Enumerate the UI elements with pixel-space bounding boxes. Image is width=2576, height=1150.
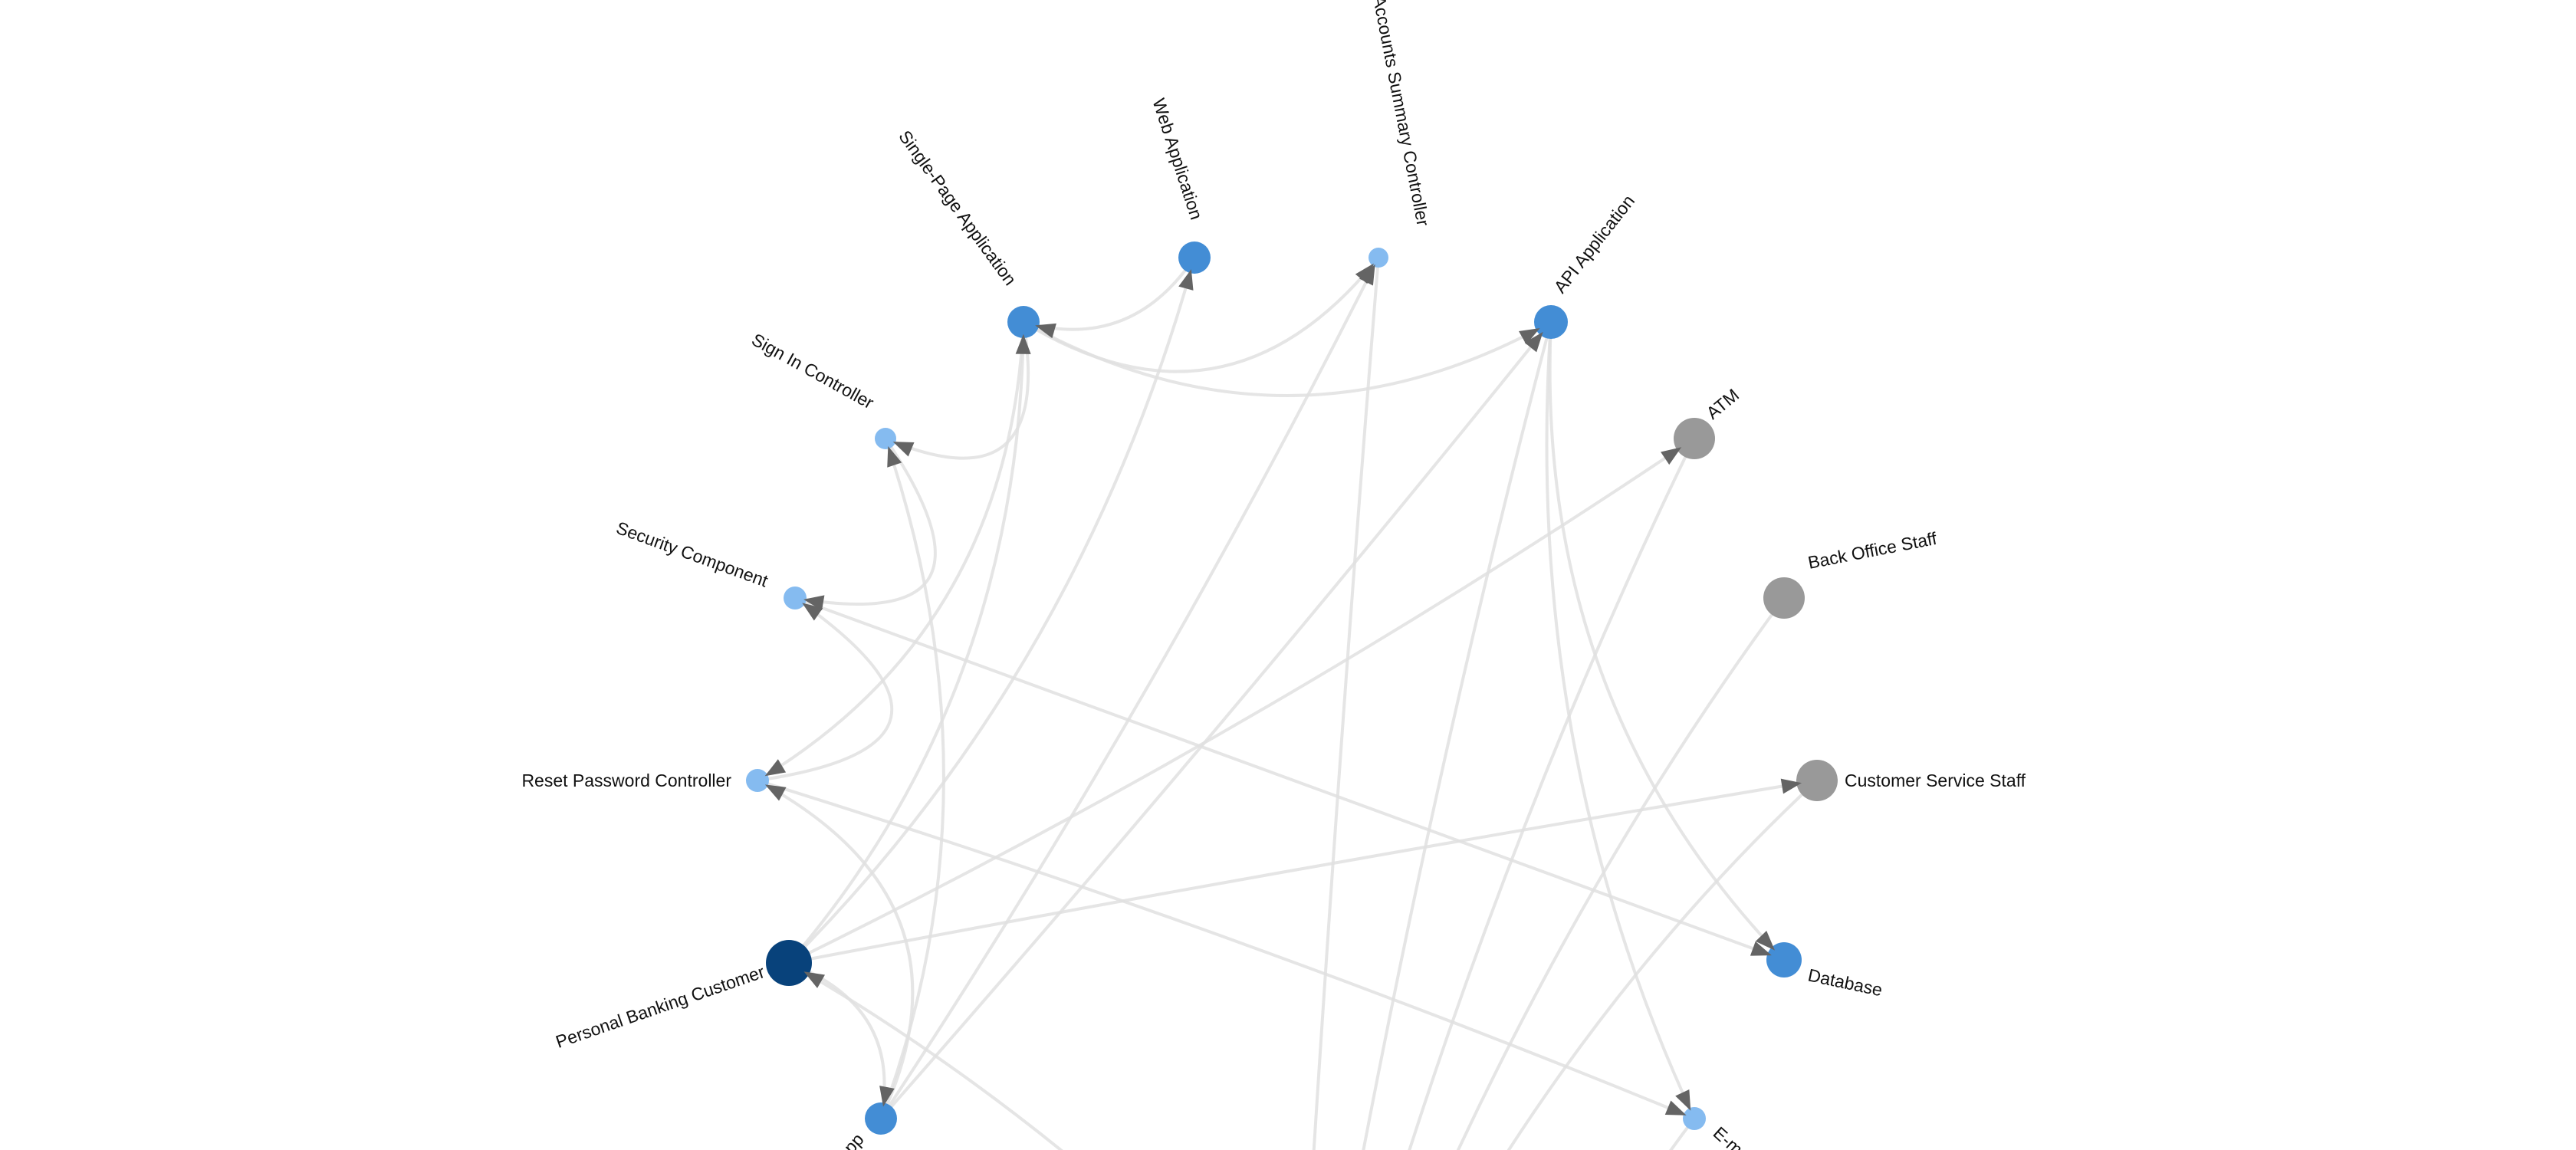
label-reset-password-controller: Reset Password Controller xyxy=(521,770,731,790)
arrowhead-personal-banking-customer-to-mobile-app xyxy=(879,1086,895,1107)
edge-reset-password-controller-to-email-component xyxy=(756,779,1696,1120)
label-web-application: Web Application xyxy=(1148,96,1207,222)
label-customer-service-staff: Customer Service Staff xyxy=(1845,770,2026,790)
arrowhead-single-page-application-to-accounts-summary-controller xyxy=(1355,263,1374,284)
edge-sign-in-controller-to-security-component xyxy=(794,437,937,606)
edge-atm-to-mainframe-offscreen xyxy=(1408,437,1696,1150)
edge-api-application-to-email-component xyxy=(1545,320,1696,1120)
edge-api-application-to-database xyxy=(1548,320,1786,961)
node-customer-service-staff[interactable] xyxy=(1796,760,1838,801)
edge-security-component-to-database xyxy=(794,596,1786,961)
edge-personal-banking-customer-to-web-application xyxy=(787,256,1196,964)
arrowhead-personal-banking-customer-to-single-page-application xyxy=(1015,334,1031,354)
node-api-application[interactable] xyxy=(1534,305,1568,339)
node-atm[interactable] xyxy=(1674,418,1715,459)
node-single-page-application[interactable] xyxy=(1007,306,1040,338)
edge-single-page-application-to-api-application xyxy=(1022,320,1552,397)
edge-accounts-summary-controller-to-mainframe-offscreen xyxy=(1312,256,1380,1150)
arrowhead-reset-password-controller-to-email-component xyxy=(1664,1100,1687,1116)
edge-single-page-application-to-reset-password-controller xyxy=(756,320,1025,782)
node-web-application[interactable] xyxy=(1178,242,1211,274)
edge-back-office-staff-to-mainframe-offscreen xyxy=(1456,596,1786,1150)
arrowhead-mobile-app-to-accounts-summary-controller xyxy=(1359,264,1375,286)
arrowhead-mobile-app-to-reset-password-controller xyxy=(764,784,787,801)
arrowhead-single-page-application-to-sign-in-controller xyxy=(892,442,915,457)
arrowhead-sign-in-controller-to-security-component xyxy=(803,595,825,611)
arrowhead-mobile-app-to-sign-in-controller xyxy=(887,445,902,468)
edge-single-page-application-to-accounts-summary-controller xyxy=(1022,256,1380,373)
edge-mobile-app-to-reset-password-controller xyxy=(756,779,915,1120)
edge-personal-banking-customer-to-single-page-application xyxy=(787,320,1025,964)
node-mobile-app[interactable] xyxy=(865,1102,897,1135)
arrows-layer xyxy=(764,263,1802,1116)
edge-single-page-application-to-sign-in-controller xyxy=(884,320,1030,460)
arrowhead-email-system-offscreen-to-personal-banking-customer xyxy=(803,971,826,988)
arrowhead-api-application-to-database xyxy=(1755,930,1776,951)
node-back-office-staff[interactable] xyxy=(1763,577,1805,619)
edge-customer-service-staff-to-mainframe-offscreen xyxy=(1506,779,1819,1150)
label-database: Database xyxy=(1806,964,1884,1000)
label-atm: ATM xyxy=(1703,385,1743,423)
edge-personal-banking-customer-to-mobile-app xyxy=(787,961,886,1120)
label-personal-banking-customer: Personal Banking Customer xyxy=(553,961,767,1052)
arrowhead-personal-banking-customer-to-atm xyxy=(1661,447,1682,465)
edge-email-system-offscreen-to-personal-banking-customer xyxy=(787,961,1063,1150)
label-api-application: API Application xyxy=(1549,191,1638,297)
node-reset-password-controller[interactable] xyxy=(746,769,769,792)
node-personal-banking-customer[interactable] xyxy=(766,940,812,986)
arrowhead-security-component-to-database xyxy=(1750,941,1772,956)
label-email-component: E-mail Component xyxy=(1710,1122,1832,1150)
edge-mobile-app-to-api-application xyxy=(879,320,1552,1120)
label-back-office-staff: Back Office Staff xyxy=(1806,528,1939,573)
label-sign-in-controller: Sign In Controller xyxy=(748,329,877,412)
arrowhead-api-application-to-email-component xyxy=(1675,1089,1691,1111)
node-sign-in-controller[interactable] xyxy=(875,428,896,449)
edges-layer xyxy=(756,256,1819,1150)
edge-api-application-to-mainframe-offscreen xyxy=(1362,320,1552,1150)
arrowhead-mobile-app-to-api-application xyxy=(1524,331,1543,353)
label-single-page-application: Single-Page Application xyxy=(895,127,1020,289)
node-security-component[interactable] xyxy=(784,586,807,610)
nodes-layer xyxy=(746,242,1838,1135)
label-security-component: Security Component xyxy=(613,518,770,591)
arrowhead-web-application-to-single-page-application xyxy=(1035,323,1056,339)
arrowhead-personal-banking-customer-to-customer-service-staff xyxy=(1780,778,1802,794)
label-mobile-app: Mobile App xyxy=(794,1129,867,1150)
node-accounts-summary-controller[interactable] xyxy=(1368,248,1388,268)
node-email-component[interactable] xyxy=(1683,1107,1706,1130)
arrowhead-reset-password-controller-to-security-component xyxy=(802,603,823,621)
arrowhead-personal-banking-customer-to-web-application xyxy=(1178,269,1194,291)
edge-reset-password-controller-to-security-component xyxy=(756,596,894,782)
label-accounts-summary-controller: Accounts Summary Controller xyxy=(1369,0,1434,228)
edge-mobile-app-to-accounts-summary-controller xyxy=(879,256,1380,1120)
edge-web-application-to-single-page-application xyxy=(1022,256,1196,331)
node-database[interactable] xyxy=(1766,942,1802,978)
arrowhead-single-page-application-to-api-application xyxy=(1519,328,1540,345)
arrowhead-single-page-application-to-reset-password-controller xyxy=(764,759,787,777)
